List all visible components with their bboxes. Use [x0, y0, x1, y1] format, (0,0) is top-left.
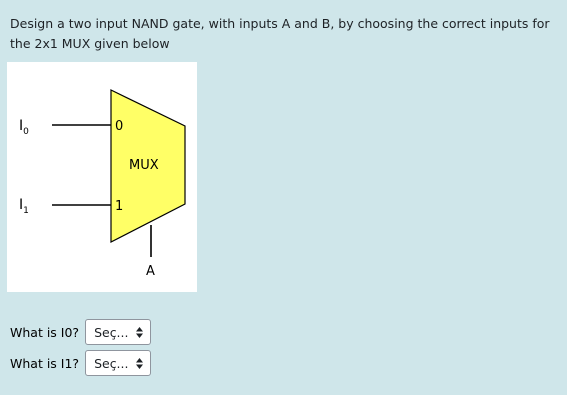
mux-diagram-svg: I0 I1 0 1 MUX A [19, 89, 186, 279]
mux-diagram: I0 I1 0 1 MUX A [7, 62, 197, 292]
answer-row-i0: What is I0? Seç... [10, 319, 152, 345]
answer-select-i1[interactable]: Seç... [85, 350, 152, 376]
input-i0-label: I0 [19, 118, 29, 137]
mux-port-1-label: 1 [115, 199, 123, 214]
updown-arrow-icon [136, 358, 144, 369]
question-text: Design a two input NAND gate, with input… [10, 16, 550, 51]
answer-select-i0[interactable]: Seç... [85, 319, 152, 345]
select-label: A [146, 264, 155, 279]
input-i1-label: I1 [19, 197, 29, 216]
mux-port-0-label: 0 [115, 119, 123, 134]
updown-arrow-icon [136, 327, 144, 338]
answer-label-i1: What is I1? [10, 355, 80, 371]
mux-title: MUX [129, 158, 159, 173]
answer-row-i1: What is I1? Seç... [10, 350, 152, 376]
select-value: Seç... [94, 324, 129, 340]
mux-body [110, 89, 186, 243]
select-value: Seç... [94, 355, 129, 371]
answer-label-i0: What is I0? [10, 324, 80, 340]
